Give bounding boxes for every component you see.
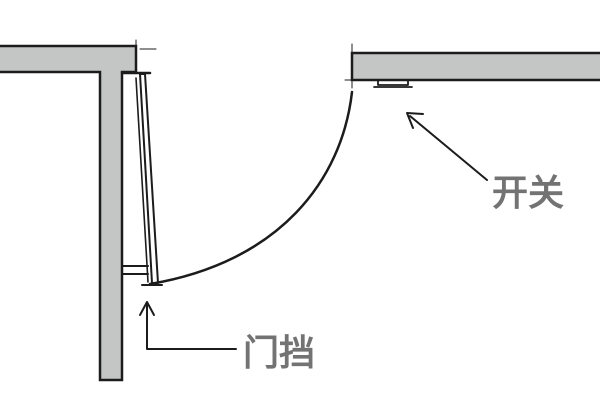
door-stop-label: 门挡 [243,333,316,374]
switch-arrowhead [406,112,424,129]
door-leaf-inner [135,77,149,283]
door-swing-arc [148,90,354,286]
door-stop-arrowhead [139,301,155,316]
right-top-wall [350,51,600,82]
door-stop-leader-line [146,303,237,350]
switch-plate [377,79,409,86]
switch-leader-line [409,115,488,181]
left-top-wall [0,44,138,382]
switch-label: 开关 [492,173,565,214]
